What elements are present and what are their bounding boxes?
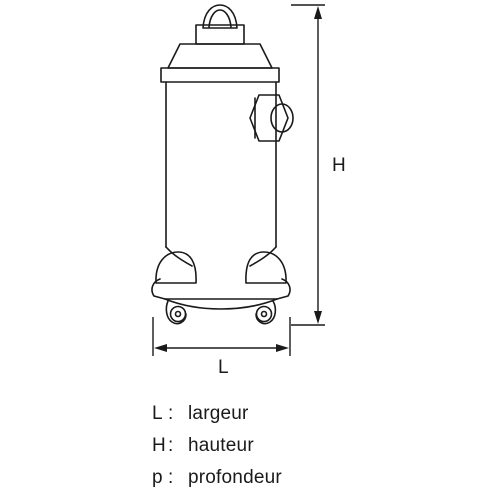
rim-shape: [160, 67, 280, 83]
legend-separator: :: [168, 467, 174, 488]
legend-letter: L: [152, 403, 163, 424]
legend-separator: :: [168, 435, 174, 456]
lid-shape: [167, 43, 273, 69]
width-dimension: [152, 317, 291, 356]
dimension-legend: L: largeur H: hauteur p: profondeur: [152, 398, 282, 494]
legend-item-height: H: hauteur: [152, 430, 282, 462]
base-tray-shape: [151, 278, 291, 300]
legend-letter: H: [152, 435, 166, 456]
legend-separator: :: [168, 403, 174, 424]
height-label: H: [332, 155, 346, 176]
hose-connector-shape: [249, 94, 294, 142]
left-caster-housing: [155, 251, 197, 284]
right-wheel: [255, 300, 277, 325]
base-shoulder-shape: [165, 246, 277, 267]
left-wheel: [165, 300, 187, 325]
legend-item-depth: p: profondeur: [152, 462, 282, 494]
width-label: L: [218, 357, 229, 378]
handle-shape: [202, 4, 238, 29]
legend-letter: p: [152, 467, 163, 488]
legend-item-width: L: largeur: [152, 398, 282, 430]
right-caster-housing: [245, 251, 287, 284]
legend-text: largeur: [188, 403, 249, 424]
height-dimension: [291, 4, 325, 326]
legend-text: profondeur: [188, 467, 282, 488]
tank-body-shape: [165, 81, 277, 248]
legend-text: hauteur: [188, 435, 254, 456]
